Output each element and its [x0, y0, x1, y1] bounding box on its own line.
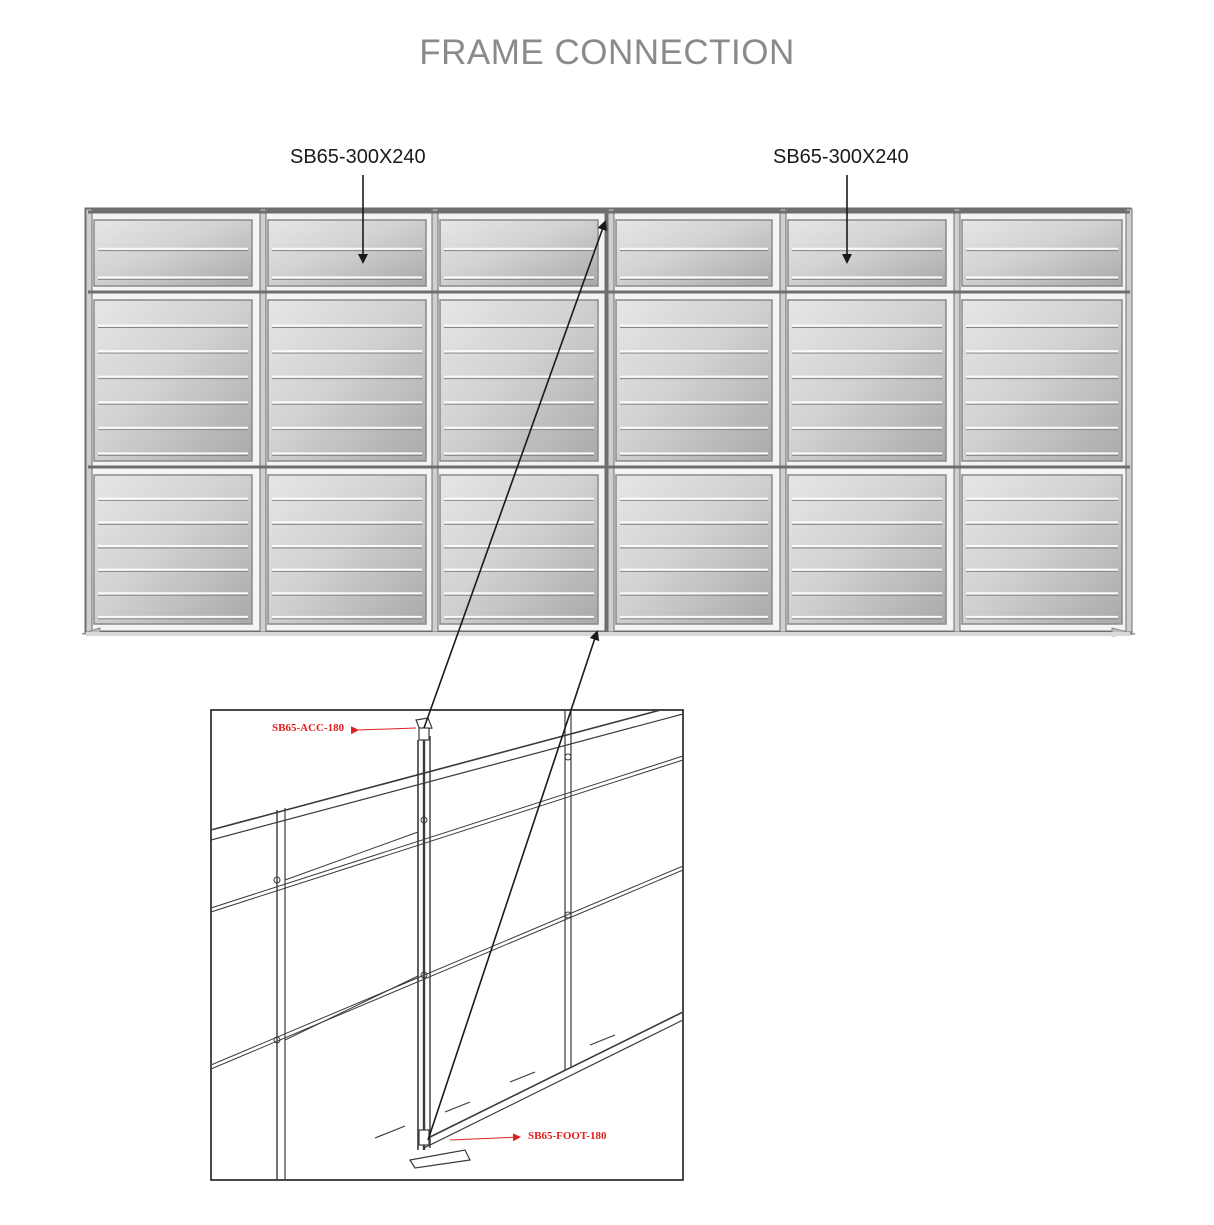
frame-panel: [93, 219, 253, 287]
frame-post: [779, 208, 787, 633]
frame-panel: [961, 299, 1123, 462]
frame-left-label: SB65-300X240: [290, 146, 426, 168]
frame-panel: [267, 299, 427, 462]
accessory-callout-arrow: [350, 726, 417, 735]
connector-bottom-leader: [427, 630, 600, 1141]
frame-panel: [93, 299, 253, 462]
frame-base: [86, 632, 1130, 636]
frame-right-label: SB65-300X240: [773, 146, 909, 168]
frame-panel: [615, 474, 773, 625]
frame-post: [1125, 208, 1133, 633]
frame-panel: [439, 299, 599, 462]
frame-panel: [961, 219, 1123, 287]
frame-panel: [615, 299, 773, 462]
frame-post: [607, 208, 615, 633]
frame-post: [259, 208, 267, 633]
frame-panel: [267, 474, 427, 625]
connector-top-leader: [423, 220, 608, 729]
frame-panel: [787, 219, 947, 287]
frame-panel: [439, 219, 599, 287]
frame-panel: [267, 219, 427, 287]
foot-part-label: SB65-FOOT-180: [528, 1130, 607, 1142]
frame-panel: [787, 474, 947, 625]
frame-panel: [961, 474, 1123, 625]
frame-panel: [615, 219, 773, 287]
frame-post: [85, 208, 93, 633]
foot-callout-arrow: [449, 1133, 521, 1142]
detail-view-border: [210, 709, 684, 1181]
frame-post: [431, 208, 439, 633]
frame-panel: [439, 474, 599, 625]
page-title: FRAME CONNECTION: [419, 33, 795, 72]
frame-panel: [787, 299, 947, 462]
frame-panel: [93, 474, 253, 625]
frame-assembly-overview: [81, 207, 1136, 637]
frame-post: [953, 208, 961, 633]
accessory-part-label: SB65-ACC-180: [272, 722, 345, 734]
detail-view: [210, 709, 684, 1181]
